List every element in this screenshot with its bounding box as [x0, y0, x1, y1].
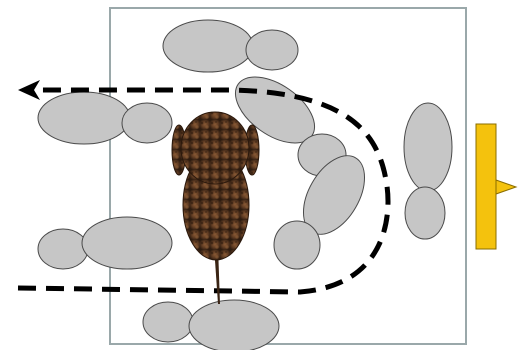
lower-right-oval-small	[274, 221, 320, 269]
lower-left-oval-large	[82, 217, 172, 269]
bottom-oval-large	[189, 300, 279, 350]
animal-top-view-icon	[172, 112, 259, 304]
upper-left-oval-small	[122, 103, 172, 143]
far-right-oval-small	[405, 187, 445, 239]
bottom-oval-small	[143, 302, 193, 342]
yellow-marker-icon	[476, 124, 516, 249]
top-oval-small	[246, 30, 298, 70]
marker-pointer	[496, 180, 516, 194]
far-right-oval-large	[404, 103, 452, 191]
top-oval-large	[163, 20, 253, 72]
upper-left-oval-large	[38, 92, 130, 144]
lower-left-oval-small	[38, 229, 88, 269]
animal-head	[181, 112, 249, 184]
marker-bar	[476, 124, 496, 249]
arrowhead-left-icon	[18, 80, 40, 100]
